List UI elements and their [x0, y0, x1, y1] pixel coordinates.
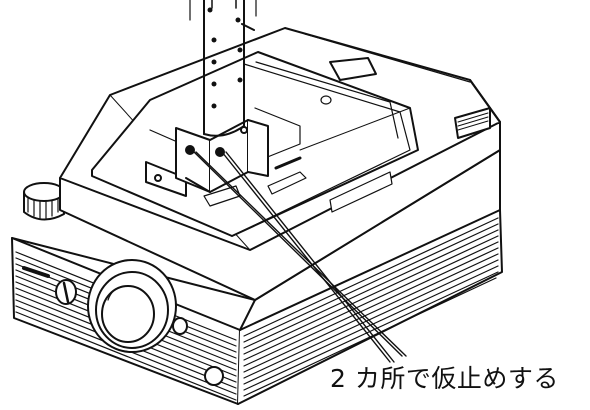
- adjustable-foot-left: [23, 182, 65, 221]
- lens-assembly: [87, 259, 177, 353]
- callout-leader-lines: [191, 149, 407, 363]
- ceiling-pole: [189, 0, 257, 137]
- front-controls: [22, 266, 224, 386]
- mount-bracket: [145, 119, 269, 197]
- callout-caption: 2 カ所で仮止めする: [330, 364, 559, 393]
